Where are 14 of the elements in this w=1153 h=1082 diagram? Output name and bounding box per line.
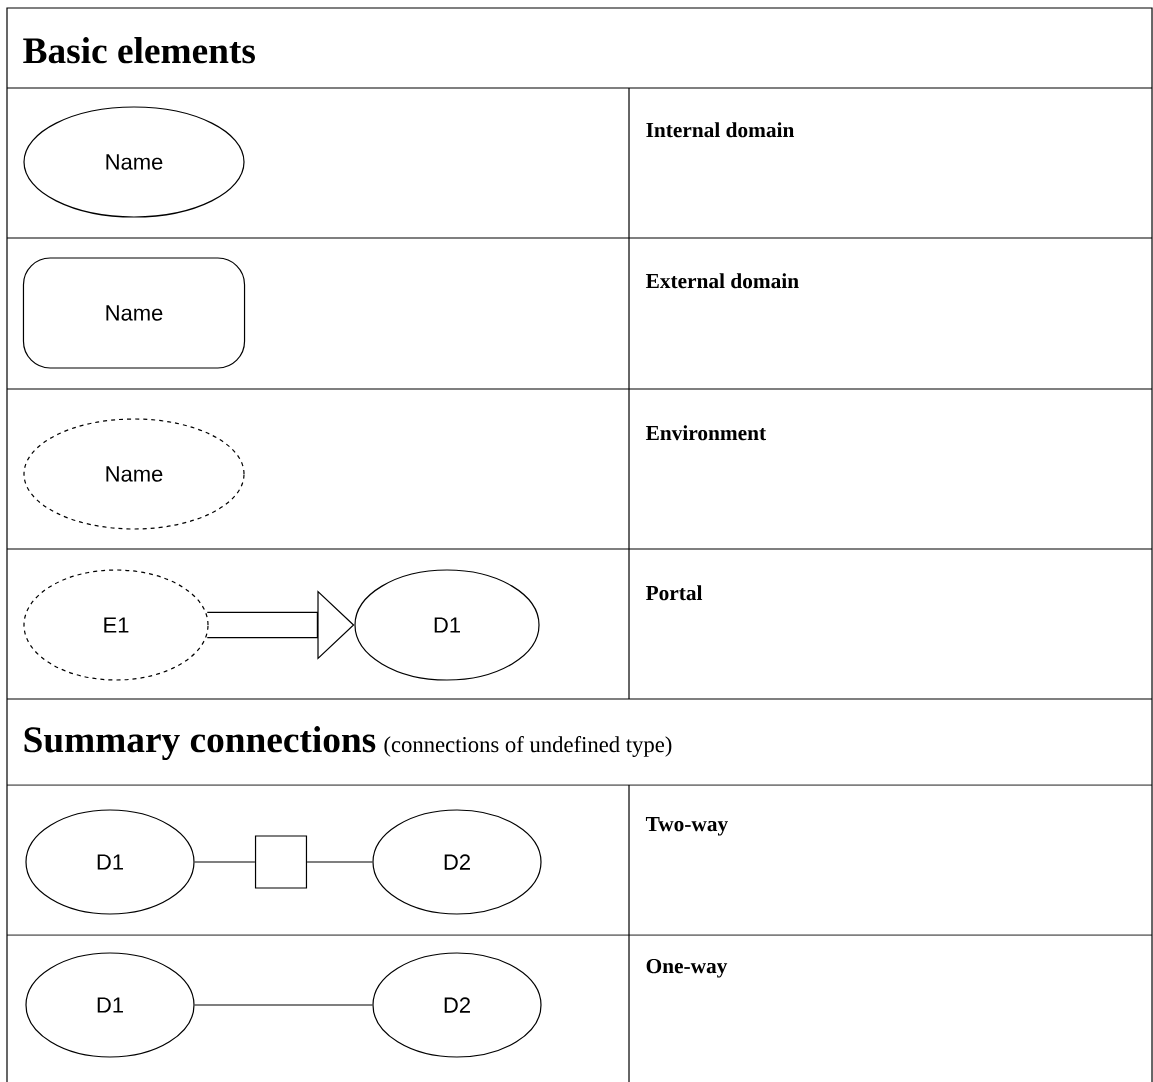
section-heading: Basic elements bbox=[23, 37, 255, 64]
element-label: Two-way bbox=[645, 817, 728, 836]
section-heading: Summary connections bbox=[24, 726, 376, 761]
element-label: One-way bbox=[646, 958, 728, 978]
element-label: Internal domain bbox=[646, 122, 795, 138]
element-label: Portal bbox=[645, 585, 703, 601]
element-label: External domain bbox=[645, 273, 799, 289]
connector-line bbox=[306, 861, 373, 863]
connector-box bbox=[254, 835, 308, 889]
connector-line bbox=[194, 1004, 373, 1006]
element-label: Environment bbox=[645, 425, 766, 441]
heading-note: (connections of undefined type) bbox=[384, 736, 672, 757]
domain-rounded-box: Name bbox=[22, 257, 246, 369]
connector-line bbox=[194, 861, 256, 863]
